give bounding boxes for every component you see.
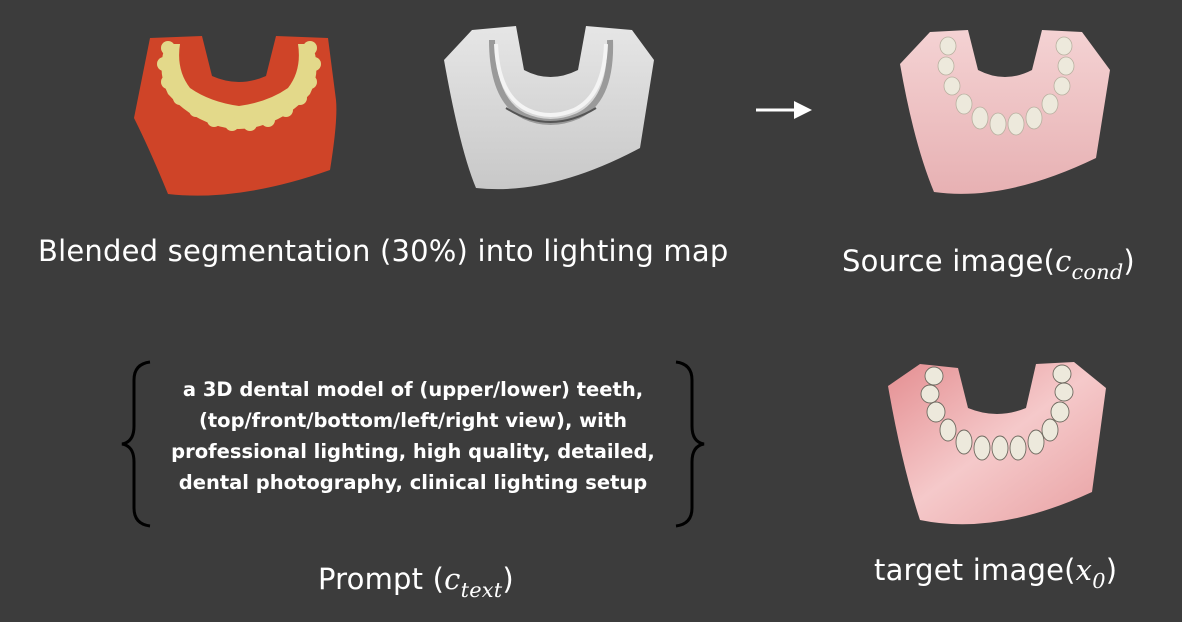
- source-caption-prefix: Source image(: [842, 244, 1056, 278]
- target-caption-subscript: 0: [1092, 568, 1106, 593]
- source-caption-suffix: ): [1123, 244, 1135, 278]
- prompt-caption-symbol: c: [444, 562, 461, 596]
- prompt-line: dental photography, clinical lighting se…: [178, 471, 648, 494]
- prompt-caption-prefix: Prompt (: [318, 562, 445, 596]
- right-arrow-icon: [756, 101, 812, 119]
- prompt-caption-subscript: text: [460, 577, 503, 602]
- source-image-caption: Source image(ccond): [842, 244, 1135, 284]
- blended-caption: Blended segmentation (30%) into lighting…: [38, 234, 729, 268]
- prompt-caption-suffix: ): [502, 562, 514, 596]
- segmentation-model-image: [134, 36, 337, 196]
- target-image-model: [888, 362, 1106, 525]
- source-caption-symbol: c: [1055, 244, 1072, 278]
- prompt-line: (top/front/bottom/left/right view), with: [198, 409, 628, 432]
- source-image-model: [900, 30, 1110, 194]
- prompt-line: a 3D dental model of (upper/lower) teeth…: [182, 378, 644, 401]
- target-caption-prefix: target image(: [874, 553, 1076, 587]
- prompt-text: a 3D dental model of (upper/lower) teeth…: [158, 374, 668, 498]
- lighting-map-image: [444, 26, 654, 190]
- right-curly-brace-icon: [675, 360, 705, 528]
- prompt-line: professional lighting, high quality, det…: [171, 440, 655, 463]
- target-caption-suffix: ): [1105, 553, 1118, 587]
- prompt-caption: Prompt (ctext): [318, 562, 514, 602]
- target-image-caption: target image(x0): [874, 553, 1117, 593]
- source-caption-subscript: cond: [1071, 259, 1124, 284]
- left-curly-brace-icon: [121, 360, 151, 528]
- target-caption-symbol: x: [1075, 553, 1093, 587]
